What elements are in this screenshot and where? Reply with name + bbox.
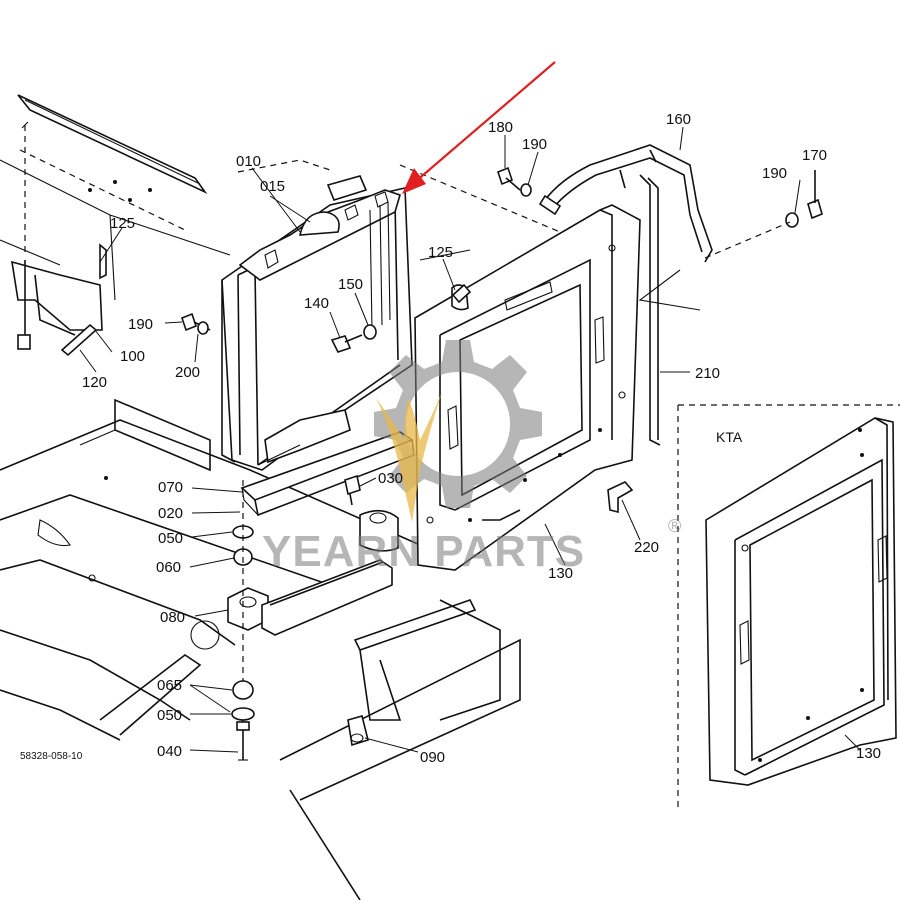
bolt-030 — [344, 474, 361, 506]
bracket-220 — [607, 481, 634, 514]
label-040: 040 — [157, 743, 182, 760]
bolt-090 — [347, 715, 369, 747]
label-060: 060 — [156, 559, 181, 576]
label-130-main: 130 — [548, 565, 573, 582]
radiator-010 — [221, 159, 561, 471]
label-120: 120 — [82, 374, 107, 391]
label-190-top: 190 — [522, 136, 547, 153]
leader-lines — [79, 126, 861, 753]
label-160: 160 — [666, 111, 691, 128]
left-bracket-assembly — [11, 121, 107, 357]
part-labels: 010 015 125 125 180 190 160 170 190 190 … — [20, 111, 881, 766]
label-170: 170 — [802, 147, 827, 164]
label-050-lower: 050 — [157, 707, 182, 724]
label-010: 010 — [236, 153, 261, 170]
bolt-170 — [807, 170, 823, 220]
kta-inset-label: KTA — [716, 429, 743, 445]
pipe-160 — [538, 144, 713, 263]
label-090: 090 — [420, 749, 445, 766]
clip-125 — [451, 283, 472, 304]
bolt-190-left — [181, 312, 211, 335]
yearn-parts-watermark: YEARN PARTS ® — [262, 340, 681, 576]
drawing-code: 58328-058-10 — [20, 751, 83, 762]
label-080: 080 — [160, 609, 185, 626]
label-050-upper: 050 — [158, 530, 183, 547]
label-030: 030 — [378, 470, 403, 487]
label-140: 140 — [304, 295, 329, 312]
watermark-text: YEARN PARTS — [262, 527, 585, 576]
label-150: 150 — [338, 276, 363, 293]
rod-210 — [639, 174, 661, 446]
washer-190-right — [785, 212, 799, 228]
watermark-registered-mark: ® — [668, 516, 681, 536]
label-210: 210 — [695, 365, 720, 382]
bolt-140 — [330, 334, 363, 353]
mount-stack — [227, 480, 399, 761]
label-020: 020 — [158, 505, 183, 522]
label-200: 200 — [175, 364, 200, 381]
label-065: 065 — [157, 677, 182, 694]
label-130-kta: 130 — [856, 745, 881, 762]
label-190-left: 190 — [128, 316, 153, 333]
label-070: 070 — [158, 479, 183, 496]
label-100: 100 — [120, 348, 145, 365]
label-125-middle: 125 — [428, 244, 453, 261]
watermark-flame-icon — [376, 392, 442, 522]
label-190-right: 190 — [762, 165, 787, 182]
label-125-left: 125 — [110, 215, 135, 232]
washer-190-top — [520, 183, 532, 197]
label-220: 220 — [634, 539, 659, 556]
label-015: 015 — [260, 178, 285, 195]
washer-150 — [363, 324, 377, 340]
label-180: 180 — [488, 119, 513, 136]
upper-left-frame — [0, 94, 231, 301]
red-pointer-arrow — [402, 61, 556, 194]
bolt-180 — [497, 166, 521, 191]
kta-inset — [677, 404, 900, 808]
